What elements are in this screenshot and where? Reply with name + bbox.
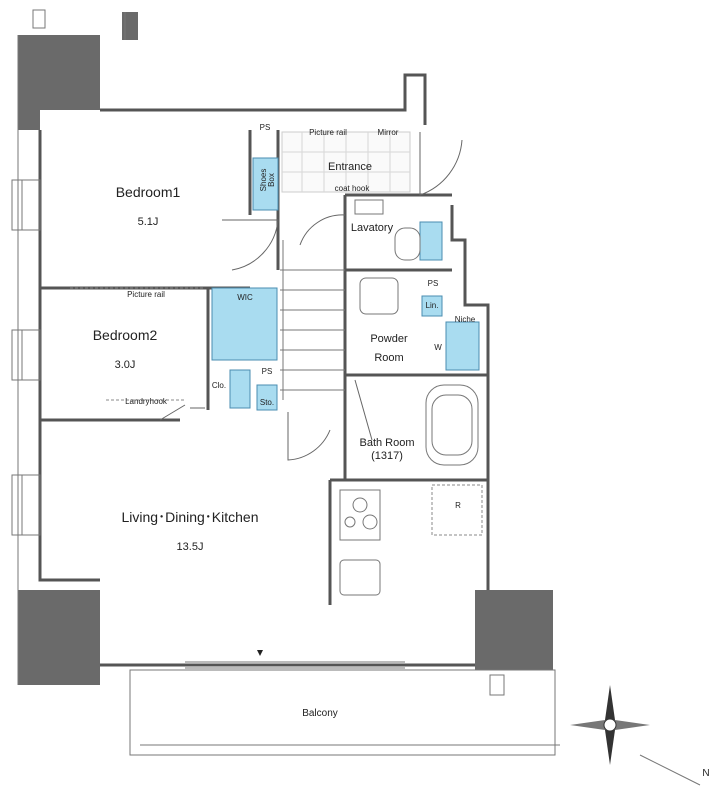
top-drain bbox=[32, 9, 46, 29]
left-windows bbox=[11, 179, 41, 536]
entry-marker bbox=[257, 650, 263, 656]
stove bbox=[339, 489, 381, 541]
coat-hook-label: coat hook bbox=[335, 184, 371, 193]
wall-bottom-left bbox=[18, 590, 100, 685]
lin-label: Lin. bbox=[426, 301, 439, 310]
kitchen-sink bbox=[339, 559, 381, 596]
powder-room-label-2: Room bbox=[374, 352, 403, 364]
hallway-floor bbox=[280, 240, 345, 400]
door-bedroom1[interactable] bbox=[222, 219, 279, 271]
picture-rail-top-label: Picture rail bbox=[309, 128, 347, 137]
door-lavatory[interactable] bbox=[299, 214, 346, 246]
door-bedroom2[interactable] bbox=[159, 404, 205, 421]
wall-top-left bbox=[18, 35, 100, 130]
linen-storage bbox=[421, 295, 443, 317]
r-label: R bbox=[455, 501, 461, 510]
front-door[interactable] bbox=[419, 132, 463, 196]
annotation-labels: PS PS PS Picture rail Picture rail Mirro… bbox=[125, 123, 710, 779]
room-labels: Bedroom1 5.1J Bedroom2 3.0J Living･Dinin… bbox=[93, 161, 415, 719]
balcony-area bbox=[129, 650, 560, 756]
bathtub bbox=[425, 384, 479, 466]
lavatory-label: Lavatory bbox=[351, 222, 394, 234]
fixtures bbox=[70, 199, 483, 596]
wall-bottom-right bbox=[475, 590, 553, 670]
ps-top-label: PS bbox=[260, 123, 271, 132]
ps-low-label: PS bbox=[262, 367, 273, 376]
niche-storage bbox=[445, 321, 480, 371]
clo-label: Clo. bbox=[212, 381, 226, 390]
refrigerator-space bbox=[431, 484, 483, 536]
niche-label: Niche bbox=[455, 315, 476, 324]
compass-icon bbox=[570, 685, 701, 786]
window-bedroom1 bbox=[11, 179, 41, 231]
picture-rail-mid-label: Picture rail bbox=[127, 290, 165, 299]
entrance-floor bbox=[281, 131, 411, 193]
washbasin bbox=[359, 277, 399, 315]
bedroom1-size: 5.1J bbox=[138, 216, 159, 228]
mirror-label: Mirror bbox=[378, 128, 399, 137]
bedroom1-name: Bedroom1 bbox=[116, 184, 181, 200]
clo-storage bbox=[229, 369, 251, 409]
lavatory-sink bbox=[354, 199, 384, 215]
lavatory-cabinet bbox=[419, 221, 443, 261]
sto-storage bbox=[256, 384, 278, 411]
bathtub-inner bbox=[431, 394, 473, 456]
outer-walls bbox=[17, 12, 490, 685]
structural-walls bbox=[18, 12, 553, 685]
balcony-outline bbox=[129, 669, 556, 756]
ps-mid-label: PS bbox=[428, 279, 439, 288]
entrance-label: Entrance bbox=[328, 161, 372, 173]
shoes-label: Shoes bbox=[259, 169, 268, 192]
door-ldk[interactable] bbox=[287, 412, 331, 461]
shoes-box bbox=[252, 157, 279, 211]
sto-label: Sto. bbox=[260, 398, 274, 407]
ldk-size: 13.5J bbox=[177, 541, 204, 553]
bedroom2-name: Bedroom2 bbox=[93, 327, 158, 343]
wic-label: WIC bbox=[237, 293, 253, 302]
landryhook-label: Landryhook bbox=[125, 397, 168, 406]
doors bbox=[159, 132, 463, 461]
wic-storage bbox=[211, 287, 278, 361]
door-bath[interactable] bbox=[354, 379, 373, 441]
balcony-drain bbox=[489, 674, 505, 696]
compass-n-label: N bbox=[702, 768, 709, 779]
window-bedroom2 bbox=[11, 329, 41, 381]
ldk-name: Living･Dining･Kitchen bbox=[122, 509, 259, 525]
powder-room-label-1: Powder bbox=[370, 333, 408, 345]
bath-room-label-2: (1317) bbox=[371, 450, 403, 462]
w-label: W bbox=[434, 343, 442, 352]
box-label: Box bbox=[267, 173, 276, 187]
bath-room-label-1: Bath Room bbox=[359, 437, 414, 449]
window-ldk bbox=[11, 474, 41, 536]
toilet bbox=[394, 227, 421, 261]
wall-top-stub bbox=[122, 12, 138, 40]
storage-areas bbox=[211, 157, 480, 411]
balcony-label: Balcony bbox=[302, 708, 338, 719]
bedroom2-size: 3.0J bbox=[115, 359, 136, 371]
